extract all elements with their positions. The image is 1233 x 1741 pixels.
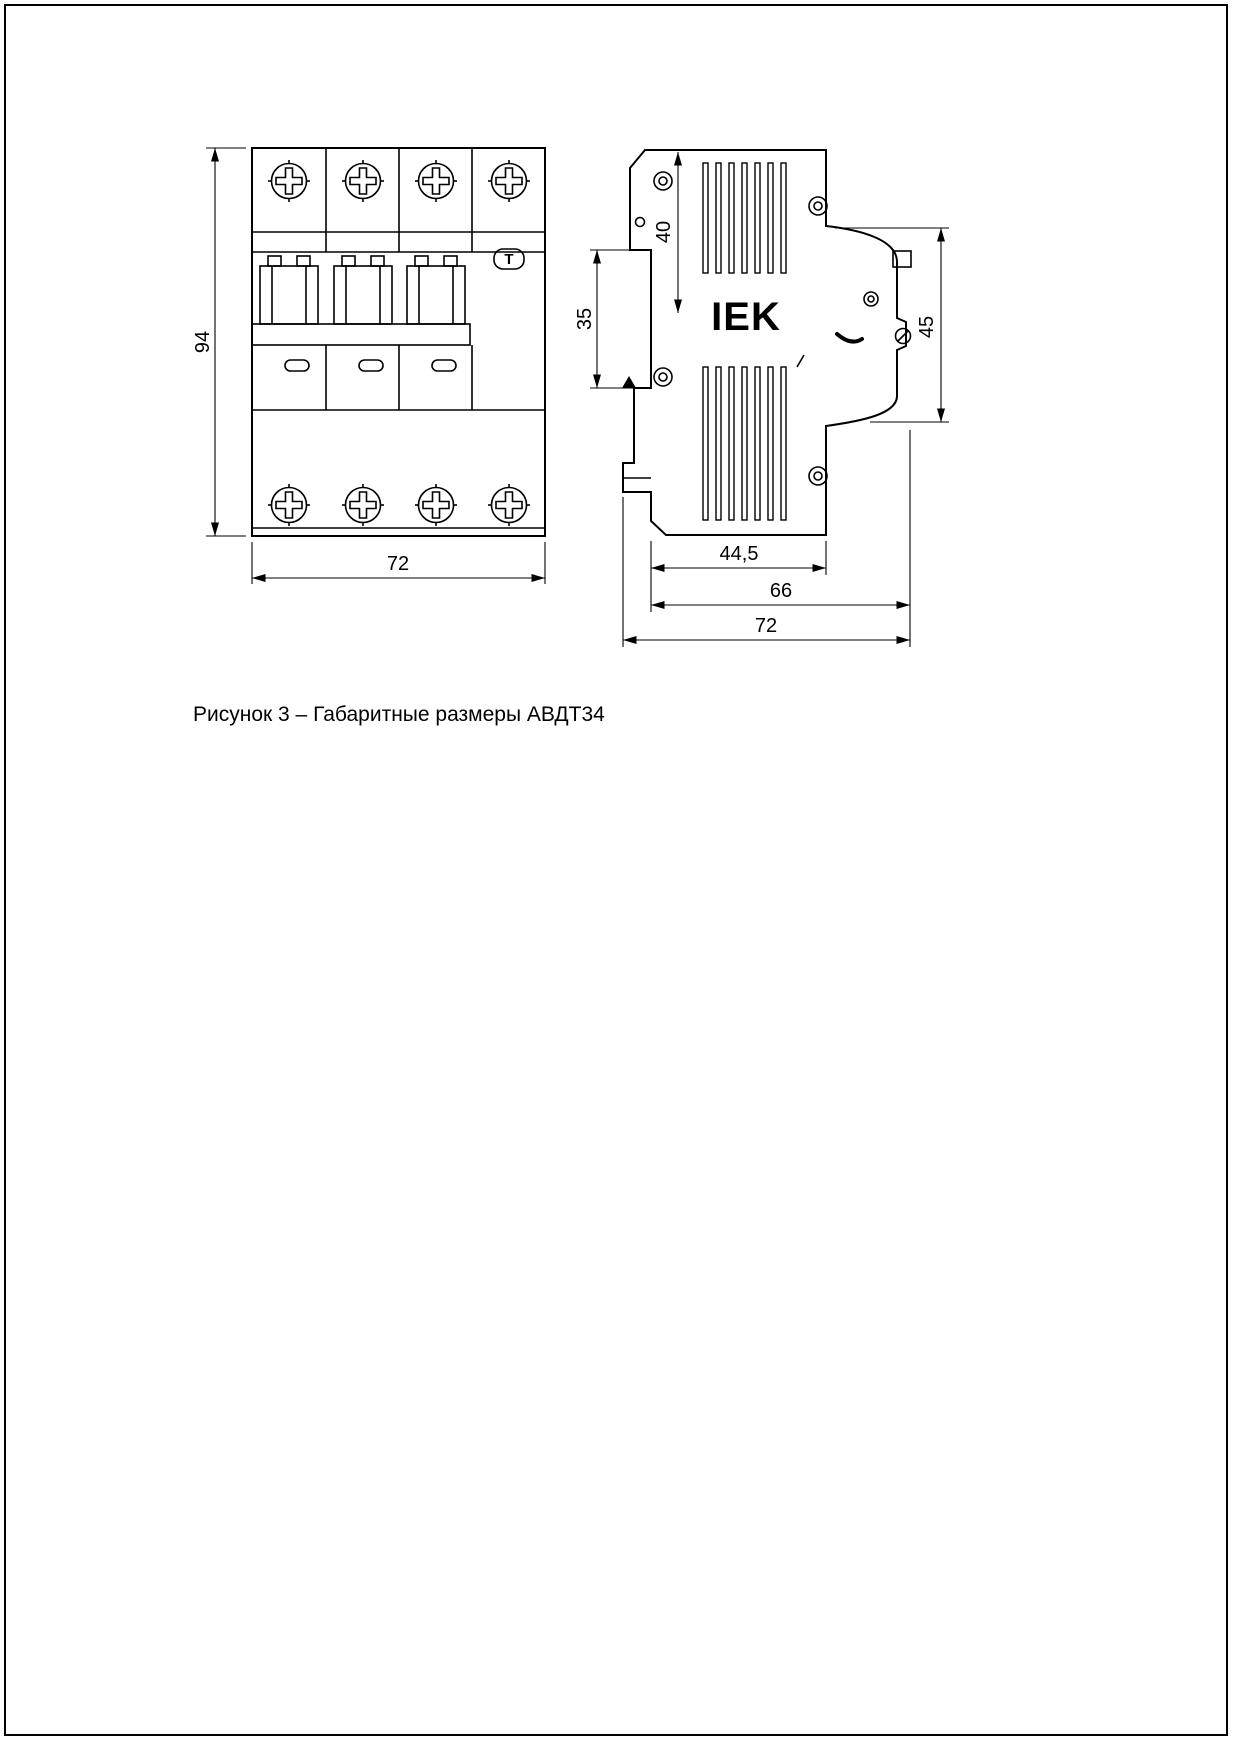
toggle-handles: [251, 255, 471, 346]
test-button: Т: [493, 248, 525, 270]
vent-slots-bottom: [702, 366, 787, 521]
screw-icon: [341, 483, 385, 527]
dim-front-45: 45: [835, 227, 949, 423]
boss-icon: [653, 367, 673, 387]
dim-label-72-side: 72: [755, 615, 777, 637]
front-hole: [863, 291, 879, 307]
dim-rail-35: 35: [574, 249, 648, 389]
front-screw: [894, 327, 912, 345]
dim-height-94: 94: [192, 147, 246, 537]
dim-label-40: 40: [653, 221, 675, 243]
screw-icon: [487, 159, 531, 203]
indicator-windows: [284, 359, 457, 372]
side-view: IEK: [622, 149, 912, 536]
dim-depth-66: 66: [651, 430, 911, 647]
screw-icon: [487, 483, 531, 527]
front-view: Т: [251, 147, 546, 537]
boss-icon: [808, 196, 828, 216]
dim-label-94: 94: [192, 331, 214, 353]
figure-caption: Рисунок 3 – Габаритные размеры АВДТ34: [193, 703, 605, 726]
screw-icon: [341, 159, 385, 203]
front-tab: [892, 250, 912, 268]
page-border: [4, 4, 1228, 1736]
screw-icon: [414, 159, 458, 203]
flange-hole: [634, 216, 646, 228]
dim-label-44-5: 44,5: [720, 543, 759, 565]
dim-top-40: 40: [653, 152, 683, 313]
vent-slots-top: [702, 162, 787, 274]
toggle-tie-bar: [251, 323, 471, 346]
toggle-lever-side: [835, 332, 864, 344]
screw-icon: [267, 159, 311, 203]
dim-depth-44-5: 44,5: [650, 541, 827, 612]
side-outline: [622, 149, 907, 536]
boss-icon: [808, 466, 828, 486]
dim-depth-72: 72: [622, 497, 910, 647]
screw-icon: [267, 483, 311, 527]
dim-label-66: 66: [770, 580, 792, 602]
dim-label-72-front: 72: [387, 553, 409, 575]
test-button-label: Т: [504, 251, 513, 268]
clip-arrow-icon: [622, 376, 636, 388]
dim-label-35: 35: [574, 308, 596, 330]
boss-icon: [653, 171, 673, 191]
front-screw-slot: [897, 330, 909, 342]
front-hole-inner: [867, 295, 875, 303]
screw-icon: [414, 483, 458, 527]
side-bosses: [653, 171, 912, 486]
dim-width-72: 72: [251, 542, 546, 584]
module-dividers: [325, 148, 473, 410]
iek-logo: IEK: [711, 295, 781, 339]
dim-label-45: 45: [916, 316, 938, 338]
flag-window: [796, 354, 805, 368]
